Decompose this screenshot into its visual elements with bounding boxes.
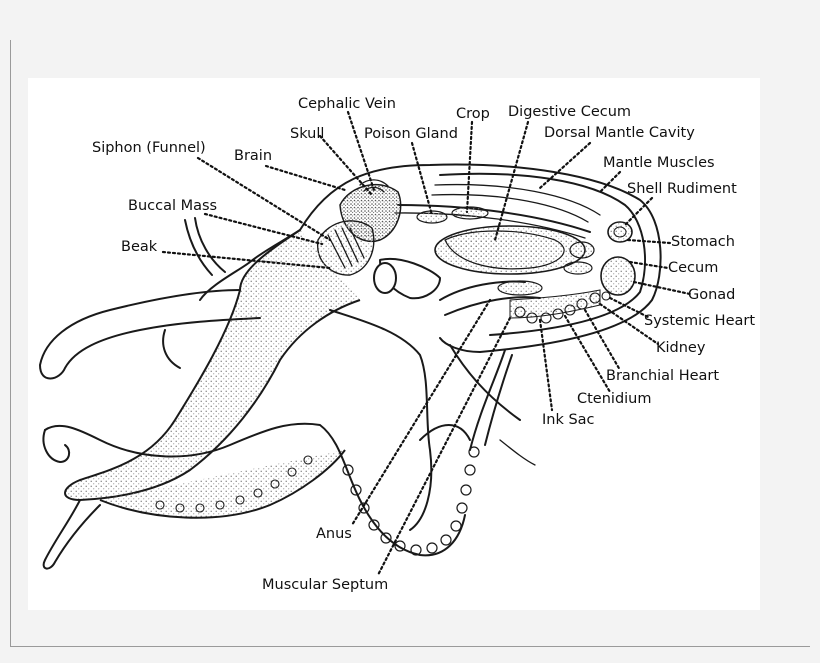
label-muscular-septum: Muscular Septum bbox=[262, 577, 388, 593]
frame-line-bottom bbox=[10, 646, 810, 647]
label-siphon: Siphon (Funnel) bbox=[92, 140, 206, 156]
head-region bbox=[317, 179, 441, 300]
label-kidney: Kidney bbox=[656, 340, 706, 356]
label-ink-sac: Ink Sac bbox=[542, 412, 595, 428]
label-mantle-muscles: Mantle Muscles bbox=[603, 155, 715, 171]
label-dorsal-mantle-cavity: Dorsal Mantle Cavity bbox=[544, 125, 695, 141]
label-anus: Anus bbox=[316, 526, 352, 542]
label-beak: Beak bbox=[121, 239, 158, 255]
label-ctenidium: Ctenidium bbox=[577, 391, 652, 407]
label-cecum: Cecum bbox=[668, 260, 718, 276]
label-brain: Brain bbox=[234, 148, 272, 164]
label-digestive-cecum: Digestive Cecum bbox=[508, 104, 631, 120]
label-crop: Crop bbox=[456, 106, 490, 122]
arms bbox=[39, 217, 536, 570]
leader-lines bbox=[161, 110, 692, 577]
label-poison-gland: Poison Gland bbox=[364, 126, 458, 142]
label-gonad: Gonad bbox=[688, 287, 735, 303]
label-cephalic-vein: Cephalic Vein bbox=[298, 96, 396, 112]
internal-organs bbox=[416, 206, 636, 324]
labels: Cephalic Vein Crop Digestive Cecum Skull… bbox=[92, 96, 755, 593]
label-buccal-mass: Buccal Mass bbox=[128, 198, 217, 214]
label-stomach: Stomach bbox=[671, 234, 735, 250]
frame-line-left bbox=[10, 40, 11, 646]
label-shell-rudiment: Shell Rudiment bbox=[627, 181, 737, 197]
label-skull: Skull bbox=[290, 126, 324, 142]
label-systemic-heart: Systemic Heart bbox=[644, 313, 755, 329]
label-branchial-heart: Branchial Heart bbox=[606, 368, 719, 384]
